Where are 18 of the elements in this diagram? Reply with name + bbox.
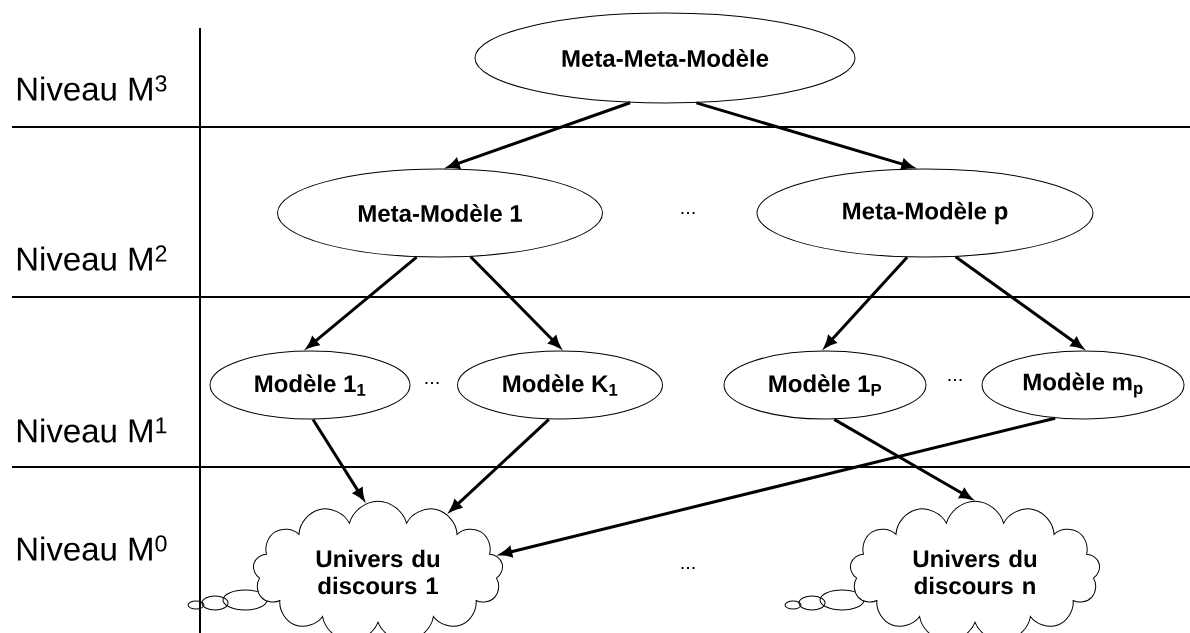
arrow — [469, 255, 561, 348]
node-label: Univers du discours 1 — [316, 549, 440, 595]
node-label: Univers du discours n — [913, 549, 1037, 595]
ellipsis: ... — [681, 211, 695, 215]
level-label: Niveau M$^{0}$ — [17, 535, 167, 561]
ellipsis: ... — [681, 566, 695, 570]
level-label: Niveau M$^{1}$ — [17, 417, 167, 443]
level-label: Niveau M$^{3}$ — [17, 75, 167, 101]
ellipsis: ... — [425, 381, 439, 385]
arrow — [447, 101, 631, 169]
thought-cloud: Univers du discours 1 — [187, 500, 503, 633]
arrow — [954, 255, 1083, 349]
arrow — [824, 256, 909, 348]
thought-cloud: Univers du discours n — [784, 500, 1100, 633]
arrow — [449, 418, 550, 512]
ellipsis: ... — [948, 378, 962, 382]
level-label: Niveau M$^{2}$ — [17, 245, 167, 271]
arrow — [306, 255, 418, 349]
